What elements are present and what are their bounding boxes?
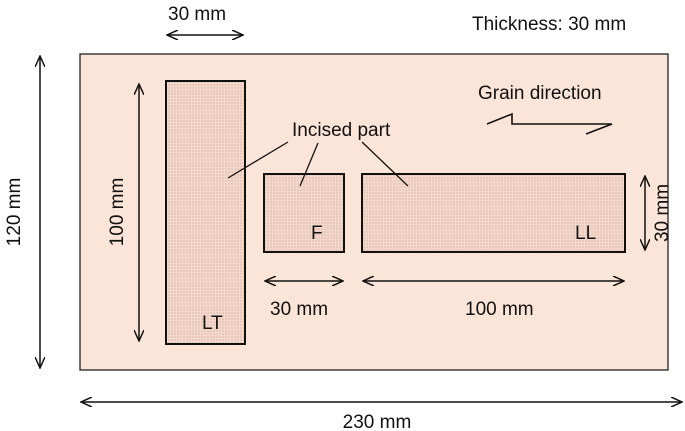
- leader-line-ll: [361, 141, 409, 187]
- dim-label-board-width: 230 mm: [343, 412, 412, 431]
- dim-label-ll-length: 100 mm: [465, 299, 534, 320]
- specimen-lt: [165, 80, 246, 345]
- incised-part-label: Incised part: [292, 120, 391, 141]
- dim-label-f-width: 30 mm: [270, 299, 328, 320]
- leader-line-f: [299, 142, 319, 187]
- specimen-f-label: F: [311, 223, 323, 244]
- dim-label-board-height: 120 mm: [4, 178, 25, 247]
- specimen-f: [263, 173, 345, 253]
- thickness-label: Thickness: 30 mm: [472, 14, 626, 35]
- dim-label-lt-width: 30 mm: [168, 4, 226, 25]
- grain-direction-label: Grain direction: [478, 83, 602, 104]
- specimen-lt-label: LT: [202, 313, 223, 334]
- leader-line-lt: [227, 141, 289, 179]
- dim-label-lt-length: 100 mm: [107, 178, 128, 247]
- dim-label-ll-height: 30 mm: [652, 184, 673, 242]
- grain-direction-arrow: [486, 112, 613, 135]
- specimen-ll: [361, 173, 626, 253]
- specimen-ll-label: LL: [575, 223, 596, 244]
